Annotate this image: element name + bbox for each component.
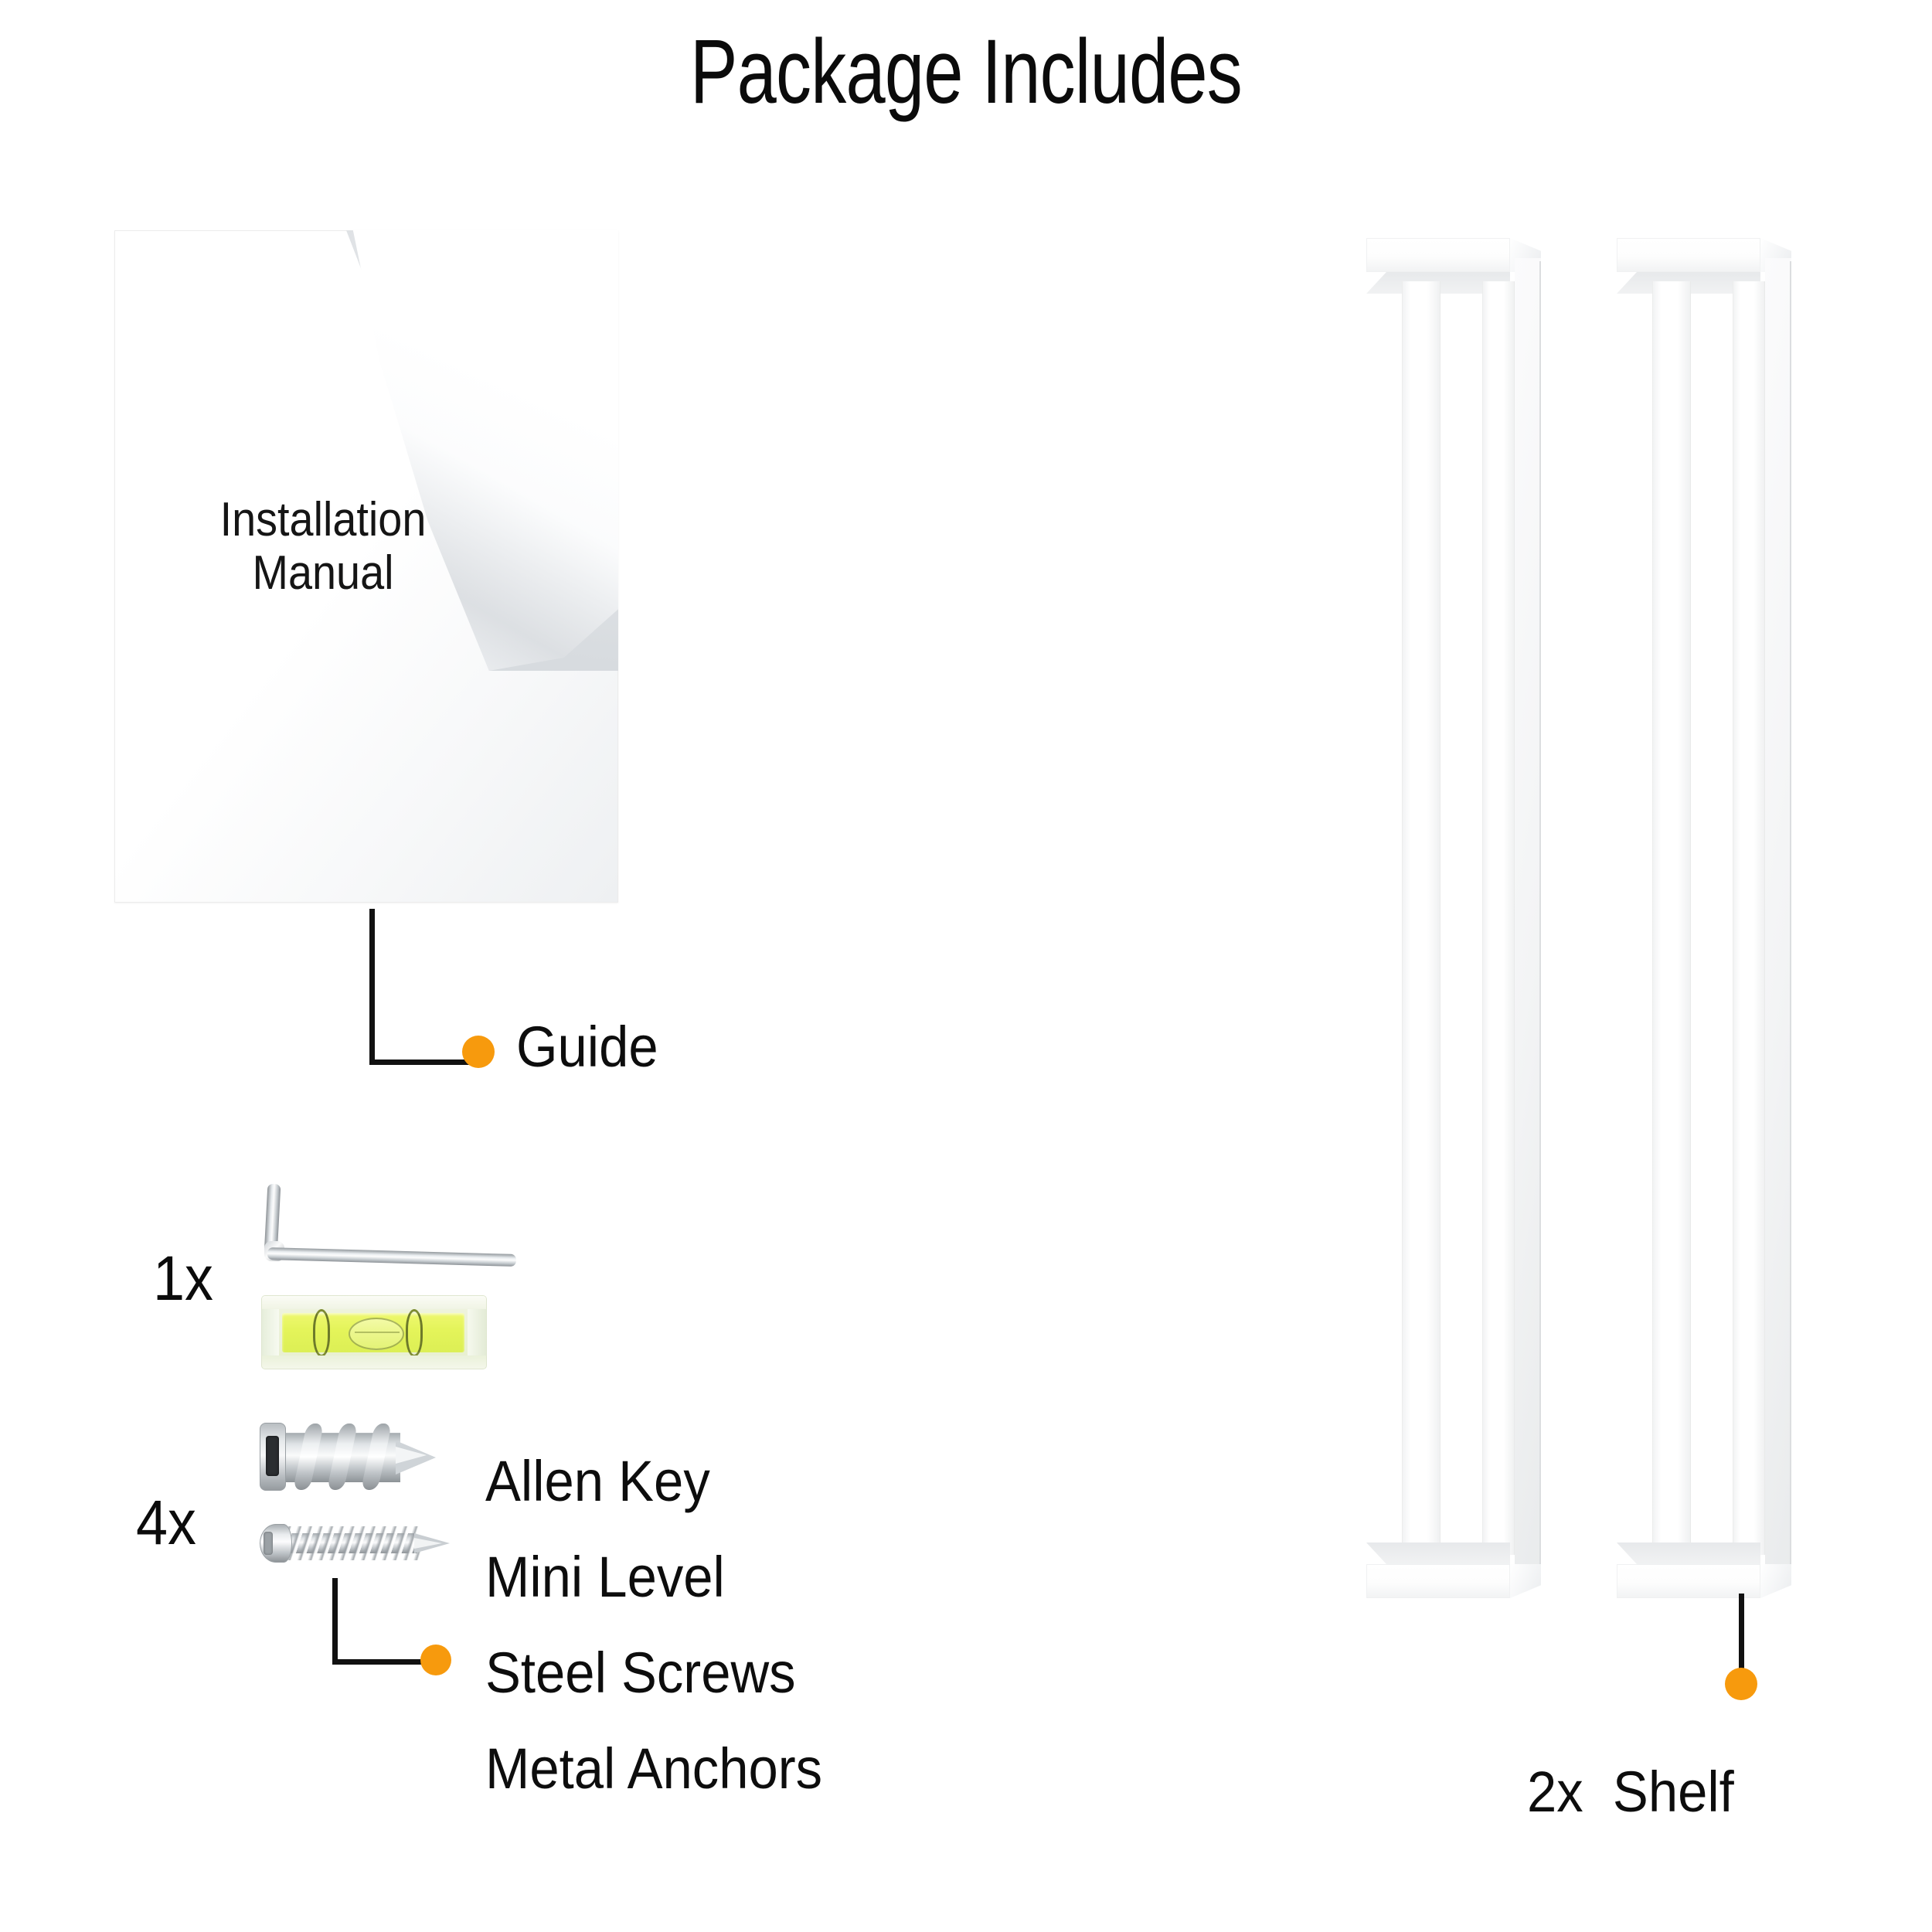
guide-leader-horizontal — [369, 1060, 471, 1065]
guide-leader-line — [369, 909, 555, 1065]
anchor-drive-slot — [266, 1436, 279, 1476]
bracket-bottom-cap — [1617, 1564, 1760, 1598]
quantity-label-4x: 4x — [136, 1488, 196, 1558]
page-title: Package Includes — [689, 21, 1243, 123]
shelf-name: Shelf — [1612, 1760, 1734, 1824]
bracket-front-leg — [1402, 281, 1440, 1555]
quantity-label-1x: 1x — [153, 1243, 213, 1314]
level-bubble — [349, 1318, 404, 1350]
bracket-bottom-cap-side — [1510, 1564, 1541, 1598]
shelf-leader-line — [1739, 1594, 1744, 1671]
shelf-quantity: 2x — [1527, 1760, 1583, 1824]
label-mini-level: Mini Level — [485, 1545, 725, 1609]
installation-manual-illustration: Installation Manual — [114, 230, 618, 903]
bracket-spine — [1515, 258, 1541, 1578]
level-bevel-left — [262, 1296, 279, 1369]
allen-key-long-arm — [267, 1247, 517, 1267]
screw-tip-highlight — [414, 1538, 442, 1549]
bracket-bottom-cap-underside — [1617, 1543, 1760, 1564]
screw-icon — [260, 1519, 453, 1567]
guide-callout-dot — [462, 1036, 495, 1068]
screws-leader-vertical — [332, 1578, 338, 1665]
bracket-front-leg — [1652, 281, 1691, 1555]
bracket-bottom-cap-side — [1760, 1564, 1791, 1598]
bracket-back-leg — [1482, 281, 1515, 1555]
bracket-bottom-cap-underside — [1366, 1543, 1510, 1564]
level-mark-left — [313, 1309, 330, 1357]
bracket-bottom-cap — [1366, 1564, 1510, 1598]
guide-leader-vertical — [369, 909, 375, 1065]
level-mark-right — [406, 1309, 423, 1357]
shelf-bracket-left — [1366, 238, 1541, 1598]
shelf-callout-label: 2x Shelf — [1527, 1764, 1734, 1821]
screws-callout-dot — [420, 1645, 451, 1675]
screws-leader-line — [332, 1578, 456, 1665]
level-bevel-bottom — [262, 1355, 486, 1369]
level-bevel-top — [262, 1296, 486, 1309]
shelf-bracket-right — [1617, 238, 1791, 1598]
bracket-top-cap — [1366, 238, 1510, 272]
drywall-anchor-icon — [260, 1417, 436, 1498]
manual-title-line-1: Installation — [219, 493, 427, 546]
bracket-spine — [1765, 258, 1791, 1578]
screw-drive-slot — [264, 1532, 273, 1555]
shelf-callout-dot — [1725, 1668, 1757, 1700]
label-allen-key: Allen Key — [485, 1449, 710, 1513]
anchor-tip-highlight — [396, 1447, 427, 1464]
label-metal-anchors: Metal Anchors — [485, 1736, 823, 1801]
manual-cover-text: Installation Manual — [135, 493, 511, 600]
screw-threads — [287, 1526, 420, 1560]
bubble-level-icon — [261, 1295, 487, 1369]
screws-leader-horizontal — [332, 1659, 427, 1665]
manual-title-line-2: Manual — [252, 546, 394, 600]
bracket-top-cap — [1617, 238, 1760, 272]
label-steel-screws: Steel Screws — [485, 1641, 796, 1705]
level-body — [261, 1295, 487, 1369]
bracket-spine-edge — [1539, 261, 1541, 1575]
bracket-back-leg — [1733, 281, 1765, 1555]
bracket-spine-edge — [1790, 261, 1791, 1575]
allen-key-icon — [261, 1183, 517, 1270]
guide-callout-label: Guide — [516, 1015, 658, 1079]
